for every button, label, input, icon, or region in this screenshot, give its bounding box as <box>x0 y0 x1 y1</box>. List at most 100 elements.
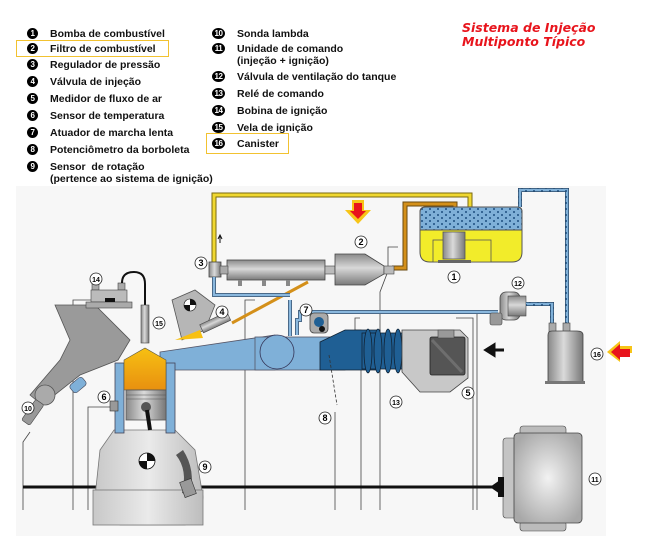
number-badge: 6 <box>27 110 38 121</box>
arrow-indicator-canister <box>607 341 632 362</box>
ignition-cable <box>121 270 146 305</box>
callout-10: 10 <box>21 401 35 415</box>
legend-label: Válvula de ventilação do tanque <box>237 71 397 83</box>
callout-3: 3 <box>194 256 208 270</box>
svg-text:9: 9 <box>202 462 207 472</box>
plenum <box>259 334 295 370</box>
svg-text:3: 3 <box>198 258 203 268</box>
svg-text:13: 13 <box>392 400 400 407</box>
legend-item-1: 1 Bomba de combustível <box>27 28 165 40</box>
callout-7: 7 <box>299 303 313 317</box>
legend-label-secondary: (pertence ao sistema de ignição) <box>50 173 213 185</box>
legend-label: Canister <box>237 138 280 150</box>
legend-label: Bobina de ignição <box>237 105 328 117</box>
legend-label: Relé de comando <box>237 88 324 100</box>
number-badge: 15 <box>212 122 225 133</box>
number-badge: 1 <box>27 28 38 39</box>
air-flow-meter <box>401 329 469 393</box>
number-badge: 11 <box>212 43 225 54</box>
svg-text:6: 6 <box>101 392 106 402</box>
legend-label: Vela de ignição <box>237 122 313 134</box>
number-badge: 10 <box>212 28 225 39</box>
legend-label: Bomba de combustível <box>50 28 165 40</box>
legend-item-6: 6 Sensor de temperatura <box>27 110 164 122</box>
flow-arrow-icon <box>217 233 223 243</box>
callout-11: 11 <box>588 472 602 486</box>
rail-to-injector-line <box>231 280 309 325</box>
wire-lambda <box>22 431 31 510</box>
callout-2: 2 <box>354 235 368 249</box>
svg-text:10: 10 <box>24 406 32 413</box>
svg-text:14: 14 <box>92 277 100 284</box>
wire-injector <box>244 299 255 510</box>
svg-text:4: 4 <box>219 307 224 317</box>
legend-item-8: 8 Potenciômetro da borboleta <box>27 144 189 156</box>
number-badge: 3 <box>27 59 38 70</box>
purge-line <box>526 302 554 333</box>
ignition-coil <box>85 270 146 309</box>
arrow-indicator-filter <box>345 200 371 224</box>
wire-coil <box>72 299 92 510</box>
legend-label: Potenciômetro da borboleta <box>50 144 190 156</box>
exhaust-manifold <box>21 304 131 426</box>
legend-label: Regulador de pressão <box>50 59 161 71</box>
wire-pump <box>379 246 398 510</box>
fuel-filter <box>324 253 395 286</box>
svg-text:5: 5 <box>465 388 470 398</box>
airflow-arrow-icon <box>483 342 504 358</box>
legend-label: Medidor de fluxo de ar <box>50 93 163 105</box>
legend-label: Sensor de temperatura <box>50 110 165 122</box>
svg-text:15: 15 <box>155 321 163 328</box>
svg-text:8: 8 <box>322 413 327 423</box>
pressure-regulator <box>208 261 222 278</box>
callout-4: 4 <box>215 305 229 319</box>
temp-sensor <box>109 400 119 412</box>
legend-label: Sensor de rotação <box>50 161 145 173</box>
wire-maf <box>456 317 474 510</box>
legend-item-11: 11 Unidade de comando(injeção + ignição) <box>212 43 343 67</box>
rpm-sensor <box>179 478 197 498</box>
legend-label: Filtro de combustível <box>50 43 156 55</box>
legend-item-2: 2 Filtro de combustível <box>27 43 156 55</box>
legend-item-15: 15 Vela de ignição <box>212 122 313 134</box>
svg-text:2: 2 <box>358 237 363 247</box>
number-badge: 7 <box>27 127 38 138</box>
legend-item-5: 5 Medidor de fluxo de ar <box>27 93 162 105</box>
diagram-title: Sistema de Injeção Multiponto Típico <box>462 21 596 49</box>
number-badge: 2 <box>27 43 38 54</box>
callout-15: 15 <box>152 316 166 330</box>
highlight-box-fuel-filter <box>16 40 169 57</box>
legend-label-secondary: (injeção + ignição) <box>237 55 329 67</box>
number-badge: 5 <box>27 93 38 104</box>
callout-9: 9 <box>198 460 212 474</box>
legend-label: Atuador de marcha lenta <box>50 127 174 139</box>
highlight-box-canister <box>206 133 289 154</box>
intake-bellows <box>361 328 403 374</box>
callout-12: 12 <box>511 276 525 290</box>
engine <box>92 347 204 526</box>
tank-vent-line <box>518 188 569 333</box>
svg-text:11: 11 <box>591 477 599 484</box>
number-badge: 8 <box>27 144 38 155</box>
legend-label: Unidade de comando <box>237 43 344 55</box>
callout-1: 1 <box>447 270 461 284</box>
title-line-1: Sistema de Injeção <box>462 20 596 35</box>
spark-plug <box>140 304 150 344</box>
fuel-tank <box>419 206 523 263</box>
wire-purge-valve <box>476 311 490 510</box>
number-badge: 16 <box>212 138 225 149</box>
svg-text:1: 1 <box>451 272 456 282</box>
svg-text:12: 12 <box>514 281 522 288</box>
callout-16: 16 <box>590 347 604 361</box>
legend-item-16: 16 Canister <box>212 138 279 150</box>
fuel-pump <box>442 231 466 260</box>
number-badge: 4 <box>27 76 38 87</box>
callout-5: 5 <box>461 386 475 400</box>
intake-head <box>171 289 232 341</box>
